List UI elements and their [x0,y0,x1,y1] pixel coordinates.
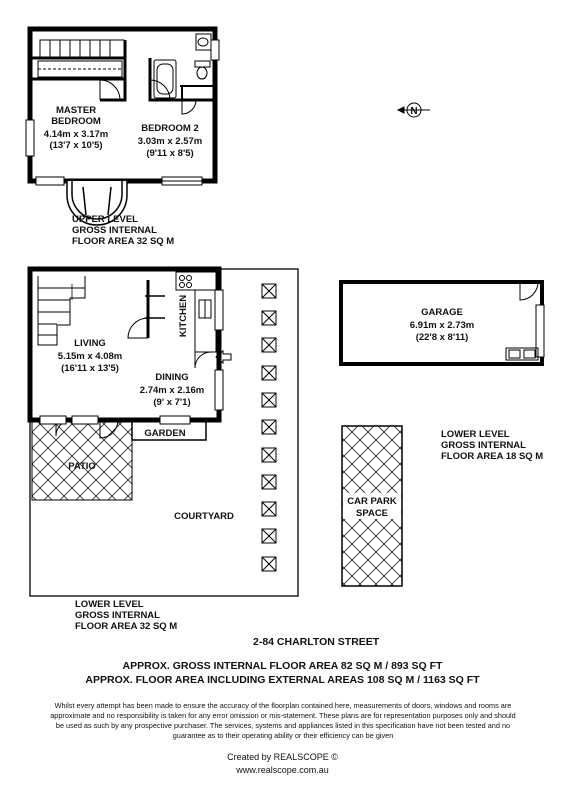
label-master-bedroom-name-2: BEDROOM [51,116,101,127]
bathtub-icon [153,59,177,99]
label-courtyard: COURTYARD [174,511,234,522]
label-garage-name: GARAGE [421,307,463,318]
upper-level-caption: UPPER LEVEL GROSS INTERNAL FLOOR AREA 32… [72,214,174,247]
label-garage-imperial: (22'8 x 8'11) [416,332,469,343]
toilet-icon [194,60,211,80]
label-living-metric: 5.15m x 4.08m [58,351,122,362]
lower-doors [55,317,212,439]
garage-door [519,281,545,358]
garage-level-caption: LOWER LEVEL GROSS INTERNAL FLOOR AREA 18… [441,429,543,462]
label-master-bedroom-name-1: MASTER [56,105,96,116]
basin-icon [195,33,212,51]
lower-level-plan [27,266,299,597]
lower-level-caption-line-1: LOWER LEVEL [75,599,144,610]
upper-level-caption-line-1: UPPER LEVEL [72,214,138,225]
label-master-bedroom-metric: 4.14m x 3.17m [44,129,108,140]
garage-level-caption-line-2: GROSS INTERNAL [441,440,526,451]
lower-level-caption-line-2: GROSS INTERNAL [75,610,160,621]
label-garage-metric: 6.91m x 2.73m [410,320,474,331]
property-address: 2-84 CHARLTON STREET [253,636,380,648]
label-car-park-name-1: CAR PARK [347,496,397,507]
label-living-imperial: (16'11 x 13'5) [61,363,119,374]
north-compass-icon [396,102,430,118]
label-master-bedroom-imperial: (13'7 x 10'5) [49,140,102,151]
wardrobe [37,60,123,78]
staircase [37,276,86,346]
upper-level-caption-line-3: FLOOR AREA 32 SQ M [72,236,175,247]
car-park-label-bg [343,493,401,519]
label-bedroom-2-imperial: (9'11 x 8'5) [146,148,193,159]
compass-north-letter: N [410,106,417,117]
label-garden: GARDEN [144,428,185,439]
upper-stair-opening [39,39,125,58]
lower-windows [39,289,224,425]
garage-level-caption-line-1: LOWER LEVEL [441,429,510,440]
label-bedroom-2-name: BEDROOM 2 [141,123,199,134]
entry-arrow-icon [215,349,232,365]
laundry-tubs [505,347,539,361]
label-dining-metric: 2.74m x 2.16m [140,385,204,396]
label-car-park-name-2: SPACE [356,508,388,519]
patio-paving [31,419,133,501]
label-patio: PATIO [68,461,96,472]
label-dining-name: DINING [155,372,188,383]
external-floor-area: APPROX. FLOOR AREA INCLUDING EXTERNAL AR… [85,674,480,686]
label-living-name: LIVING [74,338,106,349]
bay-window [66,181,128,226]
planter-boxes [261,283,277,572]
label-dining-imperial: (9' x 7'1) [153,397,190,408]
upper-level-plan [25,26,220,226]
upper-level-caption-line-2: GROSS INTERNAL [72,225,157,236]
gross-floor-area: APPROX. GROSS INTERNAL FLOOR AREA 82 SQ … [122,660,443,672]
lower-level-walls [27,266,222,441]
upper-doors [99,79,197,115]
upper-windows [25,39,220,186]
label-kitchen: KITCHEN [178,295,189,337]
lower-level-caption: LOWER LEVEL GROSS INTERNAL FLOOR AREA 32… [75,599,177,632]
label-bedroom-2-metric: 3.03m x 2.57m [138,136,202,147]
lower-level-caption-line-3: FLOOR AREA 32 SQ M [75,621,178,632]
disclaimer-text: Whilst every attempt has been made to en… [50,701,516,740]
website-link[interactable]: www.realscope.com.au [236,765,329,775]
garage-level-caption-line-3: FLOOR AREA 18 SQ M [441,451,544,462]
credit-line: Created by REALSCOPE © [227,752,338,762]
